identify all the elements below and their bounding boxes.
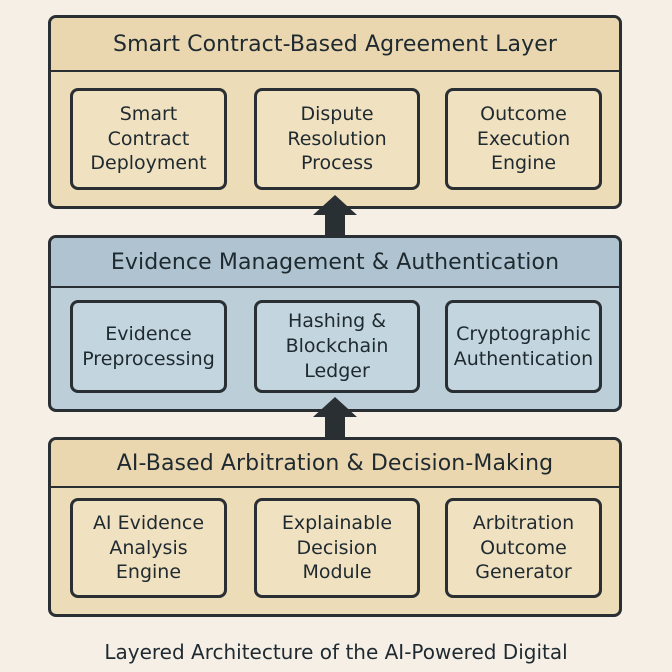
- cryptographic-authentication-box: Cryptographic Authentication: [445, 300, 602, 393]
- arrow-up-icon: [313, 397, 357, 439]
- ai-evidence-analysis-box: AI Evidence Analysis Engine: [70, 498, 227, 598]
- layer-title: AI-Based Arbitration & Decision-Making: [51, 440, 619, 488]
- evidence-management-layer: Evidence Management & Authentication Evi…: [48, 235, 622, 412]
- layer-title: Smart Contract-Based Agreement Layer: [51, 18, 619, 72]
- arbitration-outcome-box: Arbitration Outcome Generator: [445, 498, 602, 598]
- arrow-up-icon: [313, 195, 357, 237]
- hashing-blockchain-box: Hashing & Blockchain Ledger: [254, 300, 420, 393]
- smart-contract-layer: Smart Contract-Based Agreement Layer Sma…: [48, 15, 622, 209]
- evidence-preprocessing-box: Evidence Preprocessing: [70, 300, 227, 393]
- outcome-execution-box: Outcome Execution Engine: [445, 88, 602, 190]
- dispute-resolution-box: Dispute Resolution Process: [254, 88, 420, 190]
- layer-title: Evidence Management & Authentication: [51, 238, 619, 288]
- ai-arbitration-layer: AI-Based Arbitration & Decision-Making A…: [48, 437, 622, 617]
- smart-contract-deployment-box: Smart Contract Deployment: [70, 88, 227, 190]
- explainable-decision-box: Explainable Decision Module: [254, 498, 420, 598]
- figure-caption: Layered Architecture of the AI-Powered D…: [104, 640, 568, 664]
